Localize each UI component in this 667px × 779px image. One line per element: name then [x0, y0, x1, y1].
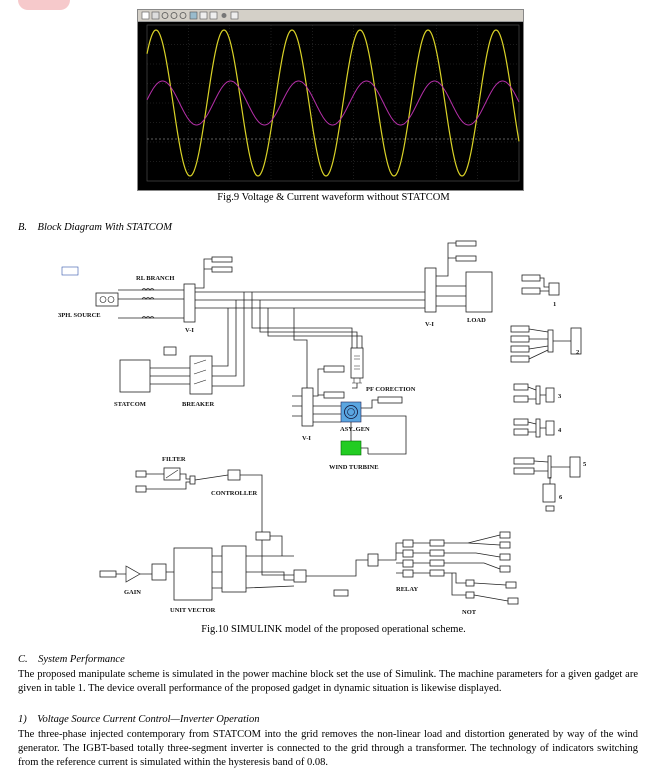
scope-group-1[interactable]: [521, 274, 560, 296]
source-label: 3PH. SOURCE: [58, 312, 101, 319]
pf-correction-label: PF CORECTION: [366, 386, 416, 393]
goto-tag[interactable]: [455, 255, 477, 262]
powergui-block[interactable]: [61, 266, 79, 276]
simulink-diagram: 3PH. SOURCE RL BRANCH V-I V-I LOAD STATC…: [58, 240, 587, 616]
vi-measurement-2[interactable]: [424, 267, 437, 313]
rl-branch-block[interactable]: [118, 288, 184, 319]
integrator-block[interactable]: [151, 563, 167, 581]
scope-4-label: 4: [558, 427, 562, 434]
wind-turbine-block[interactable]: [340, 440, 362, 456]
scope-group-5[interactable]: [513, 455, 581, 479]
statcom-label: STATCOM: [114, 401, 146, 408]
vi-1-label: V-I: [185, 327, 194, 334]
relay-label: RELAY: [396, 586, 418, 593]
gain-block[interactable]: [125, 565, 141, 583]
transform-block[interactable]: [221, 545, 247, 593]
section-c1-paragraph: The three-phase injected contemporary fr…: [18, 729, 638, 768]
from-tag[interactable]: [99, 570, 117, 578]
goto-tag[interactable]: [323, 365, 345, 373]
from-tag[interactable]: [333, 589, 349, 597]
section-c-heading: C. System Performance: [18, 654, 125, 665]
load-label: LOAD: [467, 317, 486, 324]
asy-gen-label: ASY..GEN: [340, 426, 370, 433]
filter-label: FILTER: [162, 456, 186, 463]
not-label: NOT: [462, 609, 477, 616]
fig9-caption: Fig.9 Voltage & Current waveform without…: [217, 192, 450, 203]
vi-measurement-1[interactable]: [183, 283, 196, 323]
product-block[interactable]: [293, 569, 307, 583]
scope-group-3[interactable]: [513, 383, 555, 405]
sum-block[interactable]: [189, 475, 196, 485]
breaker-step[interactable]: [163, 346, 177, 356]
scope-5-label: 5: [583, 461, 587, 468]
scope-1-label: 1: [553, 301, 556, 308]
controller-block[interactable]: [227, 469, 241, 481]
plot-background: [138, 22, 523, 190]
rl-branch-label: RL BRANCH: [136, 275, 174, 282]
scope-group-6[interactable]: [542, 477, 556, 512]
scope-window: [137, 9, 524, 191]
scope-2-label: 2: [576, 349, 579, 356]
const-block[interactable]: [255, 531, 271, 541]
scope-6-label: 6: [559, 494, 563, 501]
goto-tag[interactable]: [455, 240, 477, 247]
sum-block[interactable]: [367, 553, 379, 567]
goto-tag[interactable]: [211, 256, 233, 263]
unit-vector-block[interactable]: [173, 547, 213, 601]
pf-correction-block[interactable]: [350, 347, 364, 384]
waveform-plot: [138, 22, 523, 190]
goto-tag[interactable]: [377, 396, 403, 404]
unit-vector-label: UNIT VECTOR: [170, 607, 216, 614]
scope-toolbar: [138, 10, 523, 22]
vi-3-label: V-I: [302, 435, 311, 442]
scope-group-4[interactable]: [513, 418, 555, 438]
goto-tag[interactable]: [323, 391, 345, 399]
vi-2-label: V-I: [425, 321, 434, 328]
controller-label: CONTROLLER: [211, 490, 258, 497]
asynchronous-generator-block[interactable]: [340, 401, 362, 423]
section-b-heading: B. Block Diagram With STATCOM: [18, 222, 172, 233]
wind-turbine-label: WIND TURBINE: [329, 464, 379, 471]
section-c-paragraph: The proposed manipulate scheme is simula…: [18, 669, 638, 694]
scope-3-label: 3: [558, 393, 562, 400]
breaker-block[interactable]: [189, 355, 213, 395]
scope-group-2[interactable]: [510, 325, 582, 363]
from-tag[interactable]: [135, 485, 147, 493]
statcom-block[interactable]: [119, 359, 151, 393]
corner-mark: [18, 0, 70, 10]
current-waveform: [146, 80, 520, 126]
goto-tag[interactable]: [211, 266, 233, 273]
three-phase-source-block[interactable]: [95, 292, 119, 307]
section-c1-heading: 1) Voltage Source Current Control—Invert…: [18, 714, 260, 725]
gain-label: GAIN: [124, 589, 141, 596]
fig10-caption: Fig.10 SIMULINK model of the proposed op…: [201, 624, 466, 635]
voltage-waveform: [146, 29, 520, 177]
toolbar-icons[interactable]: [141, 11, 239, 20]
breaker-label: BREAKER: [182, 401, 214, 408]
from-tag[interactable]: [135, 470, 147, 478]
vi-measurement-3[interactable]: [301, 387, 314, 427]
goto-outputs[interactable]: [499, 531, 519, 605]
relay-blocks[interactable]: [402, 539, 414, 578]
load-block[interactable]: [465, 271, 493, 313]
